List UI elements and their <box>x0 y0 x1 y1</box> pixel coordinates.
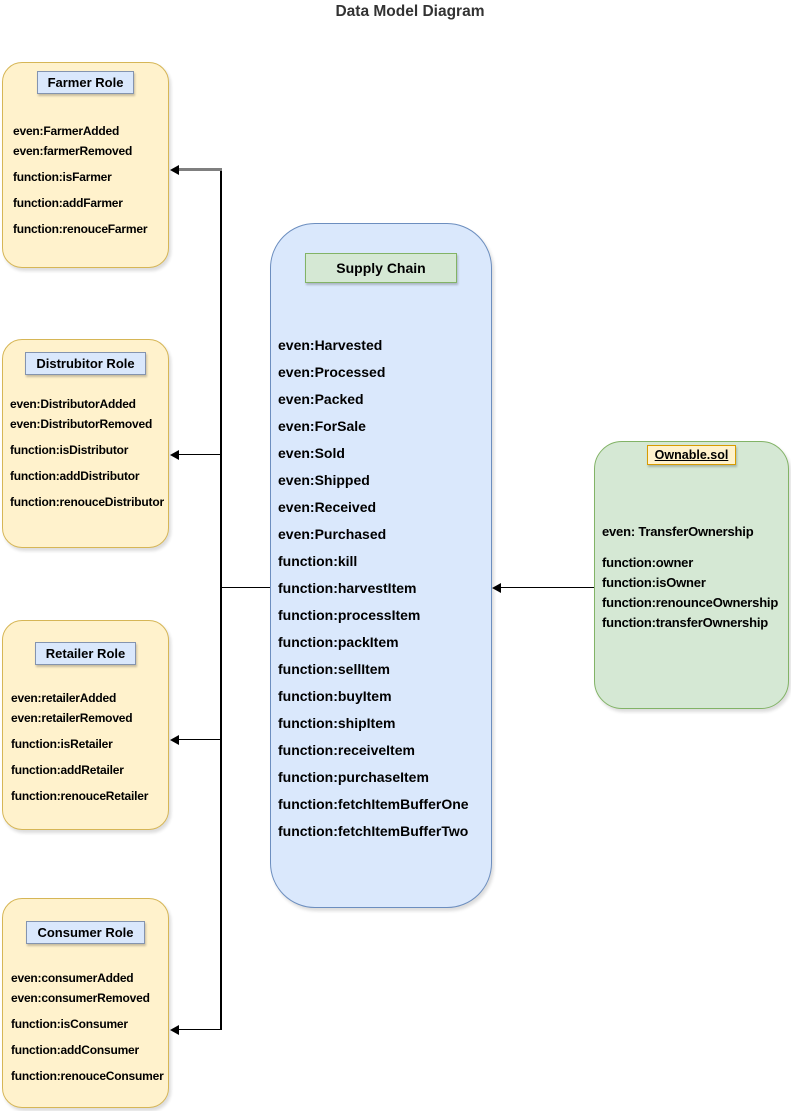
node-ownable-sol[interactable]: Ownable.sol even: TransferOwnership funct… <box>594 441 789 709</box>
member-line: function:isRetailer <box>11 737 113 751</box>
farmer-role-label: Farmer Role <box>36 71 135 94</box>
distributor-role-label: Distrubitor Role <box>25 352 146 375</box>
arrowhead-supplychain-icon <box>492 582 501 593</box>
ownable-sol-label: Ownable.sol <box>646 445 737 465</box>
member-line: even:retailerRemoved <box>11 711 133 725</box>
member-line: even:Processed <box>278 364 386 380</box>
member-line: function:harvestItem <box>278 580 417 596</box>
member-line: even:Harvested <box>278 337 383 353</box>
member-line: function:isOwner <box>602 575 706 590</box>
member-line: even:consumerAdded <box>11 971 134 985</box>
member-line: even:DistributorRemoved <box>10 417 153 431</box>
member-line: function:isFarmer <box>13 170 112 184</box>
edge-supplychain-to-retailer[interactable] <box>179 738 222 741</box>
member-line: function:transferOwnership <box>602 615 768 630</box>
member-line: function:kill <box>278 553 358 569</box>
member-line: even:Purchased <box>278 526 387 542</box>
member-line: even:Sold <box>278 445 345 461</box>
member-line: even:FarmerAdded <box>13 124 120 138</box>
arrowhead-farmer-icon <box>170 164 179 175</box>
consumer-role-label: Consumer Role <box>26 921 145 944</box>
arrowhead-retailer-icon <box>170 734 179 745</box>
member-line: even: TransferOwnership <box>602 524 754 539</box>
member-line: function:sellItem <box>278 661 391 677</box>
member-line: function:addRetailer <box>11 763 124 777</box>
node-supply-chain[interactable]: Supply Chain even:Harvested even:Processe… <box>270 223 492 908</box>
member-line: function:packItem <box>278 634 399 650</box>
member-line: function:renouceDistributor <box>10 495 164 509</box>
member-line: function:renounceOwnership <box>602 595 779 610</box>
edge-supplychain-to-farmer[interactable] <box>179 168 222 171</box>
member-line: function:addConsumer <box>11 1043 139 1057</box>
edge-supplychain-to-consumer[interactable] <box>179 1028 222 1031</box>
member-line: function:fetchItemBufferTwo <box>278 823 469 839</box>
diagram-title: Data Model Diagram <box>335 3 485 20</box>
supply-chain-members: even:Harvested even:Processed even:Packed e… <box>278 332 491 845</box>
member-line: even:farmerRemoved <box>13 144 133 158</box>
farmer-role-members: even:FarmerAdded even:farmerRemoved functi… <box>13 121 168 242</box>
member-line: even:retailerAdded <box>11 691 117 705</box>
member-line: function:renouceConsumer <box>11 1069 164 1083</box>
edge-ownable-to-supplychain[interactable] <box>501 586 594 589</box>
arrowhead-distributor-icon <box>170 449 179 460</box>
member-line: even:Shipped <box>278 472 370 488</box>
edge-supplychain-to-distributor[interactable] <box>179 453 222 456</box>
edge-trunk-to-supplychain[interactable] <box>221 586 270 589</box>
member-line: even:ForSale <box>278 418 366 434</box>
supply-chain-label: Supply Chain <box>305 253 457 283</box>
ownable-sol-members: even: TransferOwnership function:owner fun… <box>602 522 788 633</box>
member-line: function:fetchItemBufferOne <box>278 796 469 812</box>
member-line: function:receiveItem <box>278 742 415 758</box>
member-line: function:owner <box>602 555 694 570</box>
distributor-role-members: even:DistributorAdded even:DistributorRem… <box>10 394 168 515</box>
retailer-role-label: Retailer Role <box>34 642 137 665</box>
member-line: function:renouceRetailer <box>11 789 149 803</box>
member-line: function:purchaseItem <box>278 769 429 785</box>
member-line: function:renouceFarmer <box>13 222 148 236</box>
member-line: function:isDistributor <box>10 443 129 457</box>
member-line: function:buyItem <box>278 688 392 704</box>
member-line: even:Packed <box>278 391 364 407</box>
edge-trunk-line[interactable] <box>220 169 222 1030</box>
node-farmer-role[interactable]: Farmer Role even:FarmerAdded even:farmerR… <box>2 62 169 268</box>
member-line: function:processItem <box>278 607 421 623</box>
member-line: function:addFarmer <box>13 196 123 210</box>
consumer-role-members: even:consumerAdded even:consumerRemoved fu… <box>11 968 168 1089</box>
member-line: even:DistributorAdded <box>10 397 136 411</box>
member-line: even:Received <box>278 499 377 515</box>
member-line: even:consumerRemoved <box>11 991 150 1005</box>
arrowhead-consumer-icon <box>170 1024 179 1035</box>
member-line: function:shipItem <box>278 715 396 731</box>
member-line: function:addDistributor <box>10 469 140 483</box>
member-line: function:isConsumer <box>11 1017 128 1031</box>
retailer-role-members: even:retailerAdded even:retailerRemoved fu… <box>11 688 168 809</box>
